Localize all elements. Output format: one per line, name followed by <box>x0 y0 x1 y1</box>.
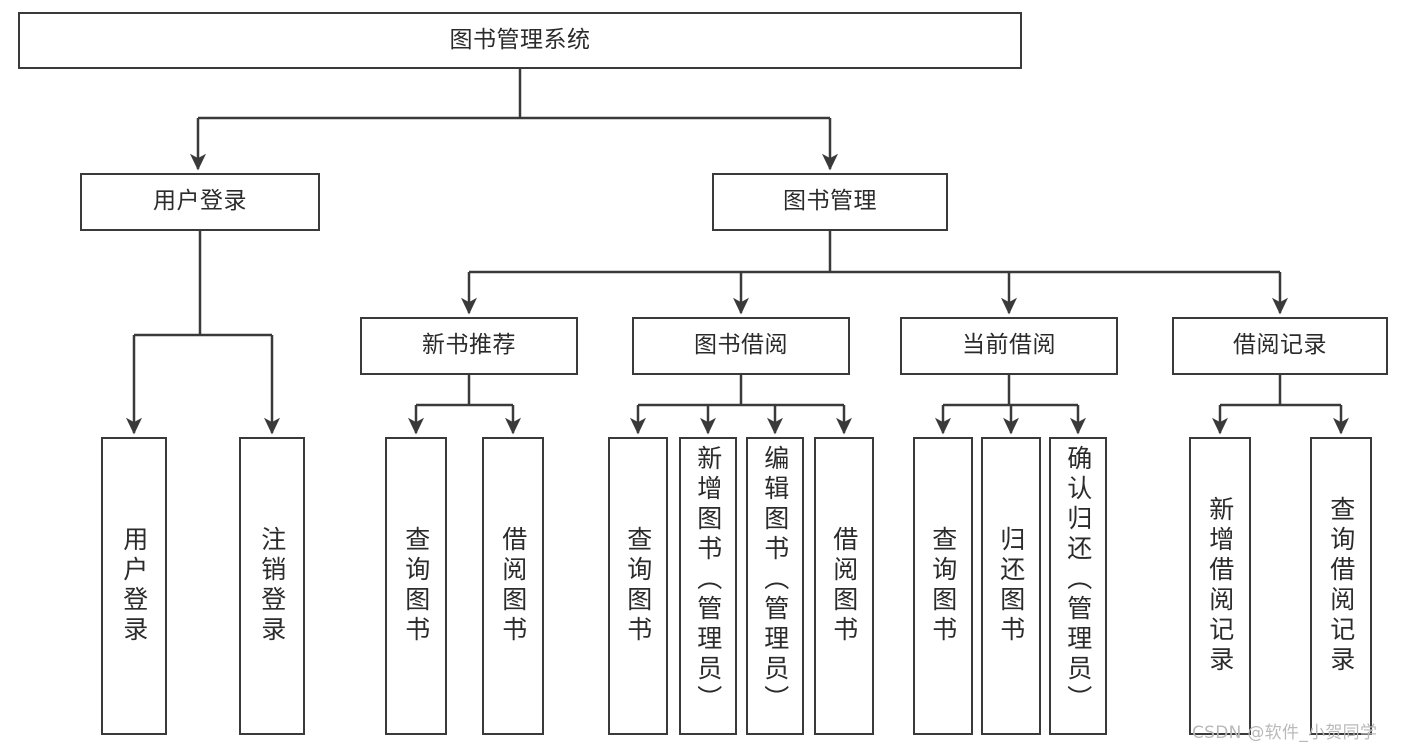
node-user-login[interactable]: 用户登录 <box>80 173 320 231</box>
node-borrow-record-label: 借阅记录 <box>1233 332 1327 359</box>
leaf-query-borrow-record-label: 查询借阅记录 <box>1326 496 1356 676</box>
node-user-login-label: 用户登录 <box>153 188 247 215</box>
leaf-query-book-bb-label: 查询图书 <box>623 526 653 646</box>
leaf-borrow-book-bb[interactable]: 借阅图书 <box>814 437 874 735</box>
node-book-management[interactable]: 图书管理 <box>712 173 948 231</box>
leaf-query-book-bb[interactable]: 查询图书 <box>608 437 668 735</box>
node-book-borrow[interactable]: 图书借阅 <box>632 317 850 375</box>
leaf-return-book[interactable]: 归还图书 <box>981 437 1041 735</box>
leaf-edit-book-admin[interactable]: 编辑图书（管理员） <box>746 437 804 735</box>
leaf-add-book-admin[interactable]: 新增图书（管理员） <box>679 437 737 735</box>
node-current-borrow[interactable]: 当前借阅 <box>900 317 1118 375</box>
node-borrow-record[interactable]: 借阅记录 <box>1172 317 1388 375</box>
leaf-confirm-return-admin[interactable]: 确认归还（管理员） <box>1049 437 1107 735</box>
leaf-add-borrow-record[interactable]: 新增借阅记录 <box>1189 437 1251 735</box>
csdn-watermark: CSDN @软件_小贺同学 <box>1192 723 1378 743</box>
leaf-query-borrow-record[interactable]: 查询借阅记录 <box>1310 437 1372 735</box>
node-book-management-label: 图书管理 <box>783 188 877 215</box>
node-root-label: 图书管理系统 <box>449 26 591 53</box>
leaf-query-book-cb-label: 查询图书 <box>928 526 958 646</box>
leaf-logout-label: 注销登录 <box>257 526 287 646</box>
leaf-add-borrow-record-label: 新增借阅记录 <box>1205 496 1235 676</box>
leaf-borrow-book-nb[interactable]: 借阅图书 <box>482 437 544 735</box>
leaf-edit-book-admin-label: 编辑图书（管理员） <box>760 445 790 715</box>
node-new-book-recommend[interactable]: 新书推荐 <box>360 317 578 375</box>
node-root[interactable]: 图书管理系统 <box>18 12 1022 69</box>
node-new-book-recommend-label: 新书推荐 <box>422 332 516 359</box>
leaf-borrow-book-nb-label: 借阅图书 <box>498 526 528 646</box>
leaf-query-book-nb-label: 查询图书 <box>401 526 431 646</box>
leaf-user-login-label: 用户登录 <box>119 526 149 646</box>
leaf-add-book-admin-label: 新增图书（管理员） <box>693 445 723 715</box>
leaf-confirm-return-admin-label: 确认归还（管理员） <box>1063 445 1093 715</box>
leaf-query-book-nb[interactable]: 查询图书 <box>385 437 447 735</box>
leaf-user-login[interactable]: 用户登录 <box>101 437 167 735</box>
leaf-query-book-cb[interactable]: 查询图书 <box>913 437 973 735</box>
node-book-borrow-label: 图书借阅 <box>694 332 788 359</box>
leaf-borrow-book-bb-label: 借阅图书 <box>829 526 859 646</box>
node-current-borrow-label: 当前借阅 <box>962 332 1056 359</box>
leaf-logout[interactable]: 注销登录 <box>239 437 305 735</box>
leaf-return-book-label: 归还图书 <box>996 526 1026 646</box>
